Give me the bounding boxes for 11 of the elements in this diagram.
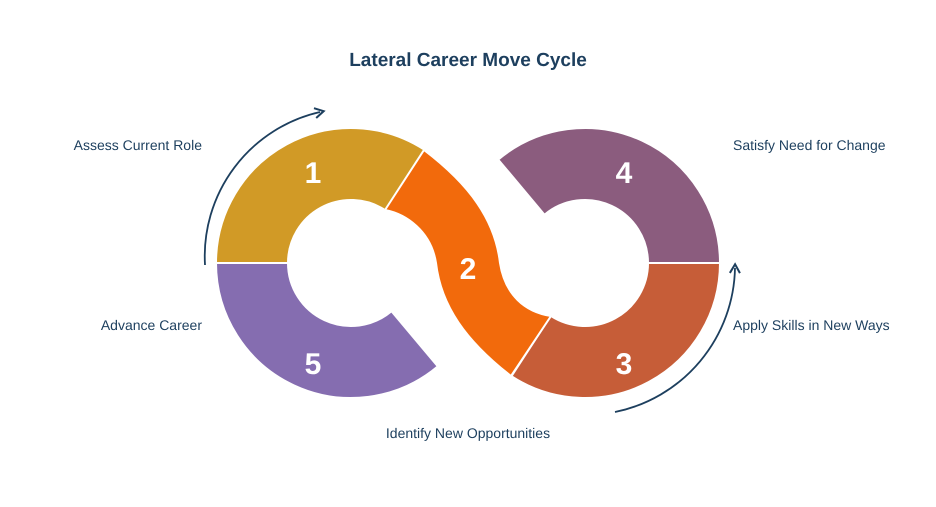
step-number: 2	[460, 253, 476, 286]
step-label: Satisfy Need for Change	[733, 137, 886, 153]
step-label: Advance Career	[100, 317, 202, 333]
diagram-title: Lateral Career Move Cycle	[348, 50, 588, 72]
step-number: 5	[304, 348, 322, 381]
step-number: 1	[304, 157, 322, 190]
step-label: Apply Skills in New Ways	[733, 317, 890, 333]
step-number: 3	[616, 348, 632, 381]
step-label: Identify New Opportunities	[384, 425, 552, 441]
step-number: 4	[616, 157, 632, 190]
step-label: Assess Current Role	[74, 137, 202, 153]
